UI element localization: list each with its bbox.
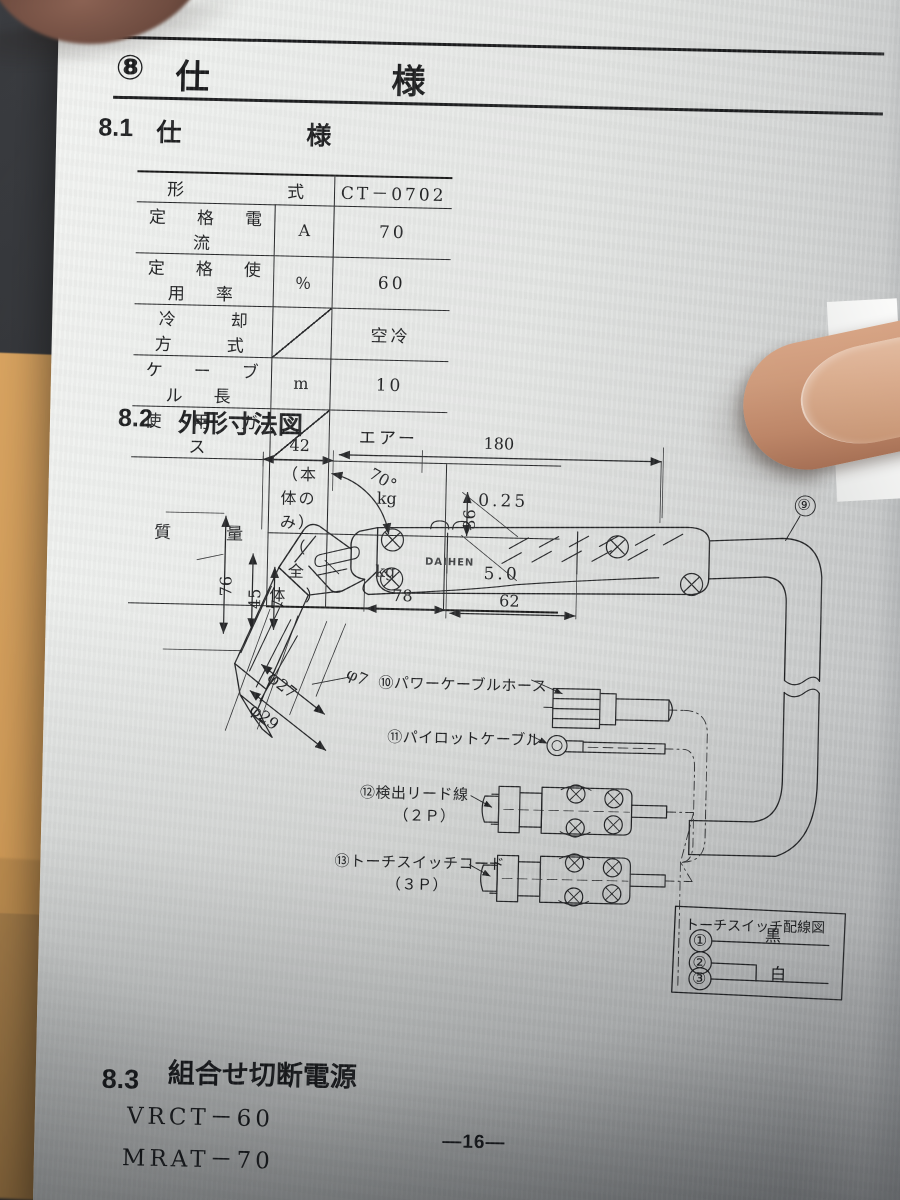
callout-13-leader <box>468 864 491 877</box>
torch-switch-cord-connector <box>480 853 693 907</box>
dimension-label-78: 78 <box>392 585 413 606</box>
callout-13-marker: ⑬ <box>334 851 351 871</box>
dimension-label-42: 42 <box>289 435 311 456</box>
dimension-label-62: 62 <box>498 591 520 611</box>
callout-10-label: パワーケーブルホース <box>393 674 548 696</box>
dimension-180 <box>338 450 662 524</box>
wiring-terminal-3-number: ③ <box>691 968 707 988</box>
dimension-label-45: 45 <box>244 588 265 610</box>
dimension-78 <box>365 604 446 615</box>
section-83-title: 組合せ切断電源 <box>167 1058 358 1094</box>
witness-lines <box>162 447 664 652</box>
callout-10-marker: ⑩ <box>378 673 395 693</box>
dimension-phi7 <box>311 676 350 685</box>
wiring-color-white: 白 <box>769 964 787 984</box>
callout-12-marker: ⑫ <box>359 783 376 802</box>
page-number: —16— <box>442 1131 506 1154</box>
callout-12-sub: （２Ｐ） <box>393 806 456 826</box>
model-vrct-60: VRCT－60 <box>126 1103 275 1133</box>
dimension-36 <box>461 491 518 582</box>
manual-page-sheet: ⑧ 仕 様 8.1 仕 様 形 式 CT－0702 定 格 電 流 A 70 定 <box>32 0 900 1200</box>
callout-13-sub: （３Ｐ） <box>385 874 449 895</box>
callout-10-leader <box>531 679 563 695</box>
page-content: ⑧ 仕 様 8.1 仕 様 形 式 CT－0702 定 格 電 流 A 70 定 <box>32 0 900 1200</box>
torch-nozzle <box>234 566 309 739</box>
callout-9-leader <box>785 495 816 541</box>
torch-grip-ribs <box>501 533 684 564</box>
wiring-diagram-box <box>671 905 847 1001</box>
callout-12-text: ⑫検出リード線 <box>360 781 469 804</box>
detection-lead-connector <box>481 784 695 838</box>
callout-13-label: トーチスイッチコード <box>349 852 506 874</box>
callout-12-leader <box>470 795 493 808</box>
callout-11-label: パイロットケーブル <box>402 728 542 750</box>
torch-switch-bumps <box>430 520 472 531</box>
drawing-vector-layer <box>162 447 847 1001</box>
power-cable-hose-part <box>543 687 685 730</box>
daihen-brand-marking: DAIHEN <box>424 556 475 569</box>
wiring-color-black: 黒 <box>764 926 782 946</box>
cable-hose <box>688 537 823 858</box>
callout-11-text: ⑪パイロットケーブル <box>387 726 542 750</box>
callout-11-marker: ⑪ <box>386 727 403 747</box>
torch-head-slot <box>314 546 360 576</box>
dimension-76 <box>219 515 231 634</box>
dimension-45 <box>247 553 258 630</box>
outline-dimension-drawing: 42 180 70° 36 76 45 7 78 62 φ27 φ29 φ7 D… <box>32 0 900 1200</box>
dimension-label-180: 180 <box>483 433 515 454</box>
callout-12-label: 検出リード線 <box>375 783 469 804</box>
dimension-phi29 <box>249 690 327 751</box>
dimension-42 <box>262 451 334 467</box>
dimension-70-degrees <box>331 471 392 535</box>
model-mrat-70: MRAT－70 <box>121 1145 275 1175</box>
callout-10-text: ⑩パワーケーブルホース <box>378 672 547 697</box>
cable-routing-lines <box>677 709 708 989</box>
section-83-number: 8.3 <box>101 1063 140 1095</box>
pilot-cable-part <box>546 734 684 757</box>
callout-13-text: ⑬トーチスイッチコード <box>334 850 505 875</box>
dimension-label-36: 36 <box>459 509 480 530</box>
dimension-label-76: 76 <box>216 575 236 597</box>
dimension-label-7: 7 <box>267 599 288 610</box>
wiring-terminal-1-number: ① <box>692 930 708 950</box>
dimension-62 <box>449 609 576 621</box>
torch-head-block <box>278 523 366 596</box>
callout-11-leader <box>528 734 548 744</box>
